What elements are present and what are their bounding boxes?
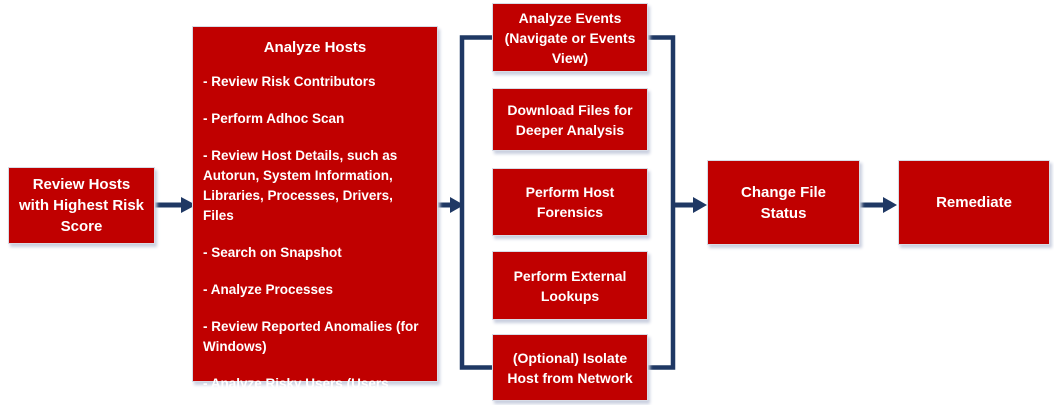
node-change-file-status: Change File Status: [707, 160, 860, 245]
node-analyze-events: Analyze Events (Navigate or Events View): [492, 3, 648, 72]
bracket-left: [459, 35, 492, 370]
node-isolate-host: (Optional) Isolate Host from Network: [492, 334, 648, 401]
node-external-lookups-label: Perform External Lookups: [513, 267, 627, 304]
analyze-hosts-bullet: - Analyze Processes: [203, 282, 334, 297]
analyze-hosts-bullet: - Analyze Risky Users (Users View): [203, 376, 389, 405]
bracket-right: [648, 35, 676, 370]
analyze-hosts-bullet: - Review Reported Anomalies (for Windows…: [203, 319, 419, 354]
node-isolate-host-label: (Optional) Isolate Host from Network: [507, 349, 633, 386]
node-analyze-events-label: Analyze Events (Navigate or Events View): [504, 9, 636, 66]
arrow-bracket-to-change-file-status: [673, 197, 707, 213]
node-change-file-status-label: Change File Status: [740, 183, 826, 222]
node-host-forensics-label: Perform Host Forensics: [525, 184, 615, 220]
arrow-analyze-hosts-to-bracket: [438, 197, 464, 213]
node-host-forensics: Perform Host Forensics: [492, 168, 648, 236]
node-analyze-hosts-title: Analyze Hosts: [263, 39, 367, 56]
node-review-hosts: Review Hosts with Highest Risk Score: [8, 167, 155, 244]
analyze-hosts-bullet: - Review Risk Contributors: [203, 74, 376, 89]
arrow-step1-to-analyze-hosts: [155, 197, 196, 213]
node-analyze-hosts: Analyze Hosts - Review Risk Contributors…: [192, 26, 438, 405]
node-download-files-label: Download Files for Deeper Analysis: [507, 101, 633, 138]
node-remediate: Remediate: [898, 160, 1050, 245]
analyze-hosts-bullet: - Review Host Details, such as Autorun, …: [203, 148, 398, 223]
node-review-hosts-label: Review Hosts with Highest Risk Score: [18, 176, 145, 235]
node-remediate-label: Remediate: [936, 194, 1012, 211]
node-download-files: Download Files for Deeper Analysis: [492, 88, 648, 151]
node-external-lookups: Perform External Lookups: [492, 251, 648, 320]
arrow-change-file-status-to-remediate: [860, 197, 897, 213]
analyze-hosts-bullet: - Perform Adhoc Scan: [203, 111, 345, 126]
analyze-hosts-bullet: - Search on Snapshot: [203, 245, 342, 260]
